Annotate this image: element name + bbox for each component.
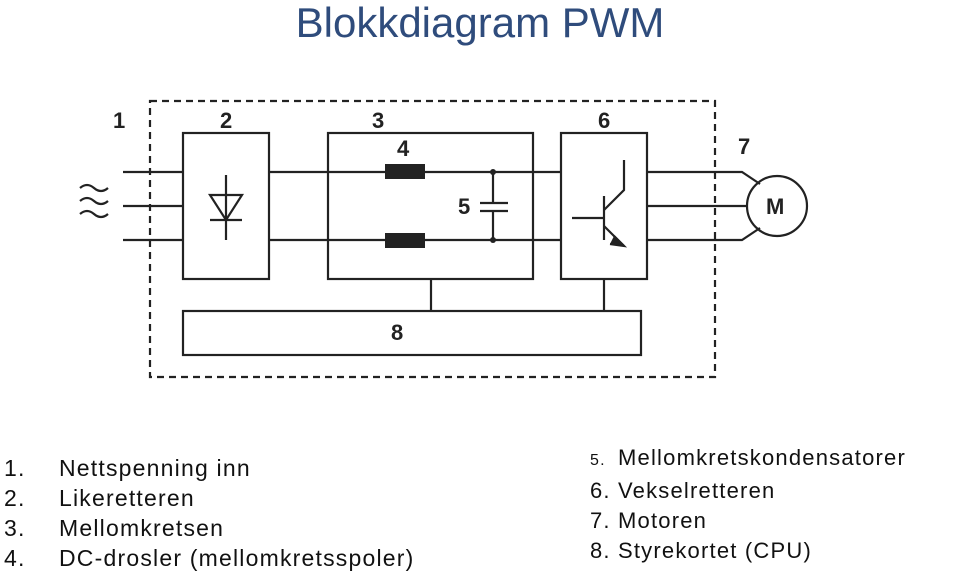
legend-left: 1.Nettspenning inn 2.Likeretteren 3.Mell… — [4, 453, 415, 573]
legend-item: 2.Likeretteren — [4, 485, 195, 511]
dc-link-block — [326, 131, 535, 281]
label-6: 6 — [598, 108, 610, 133]
legend-item: 7.Motoren — [590, 508, 708, 533]
legend-item: 6.Vekselretteren — [590, 478, 776, 503]
motor-symbol — [745, 174, 809, 238]
label-8: 8 — [391, 320, 403, 345]
label-1: 1 — [113, 108, 125, 133]
label-7: 7 — [738, 134, 750, 159]
label-5: 5 — [458, 194, 470, 219]
legend-item: 1.Nettspenning inn — [4, 455, 251, 481]
label-2: 2 — [220, 108, 232, 133]
page-title: Blokkdiagram PWM — [295, 0, 665, 46]
label-3: 3 — [372, 108, 384, 133]
pwm-block-diagram: 1 2 3 4 5 6 7 8 M — [79, 99, 809, 379]
legend-item: 5.Mellomkretskondensatorer — [590, 445, 907, 470]
dc-choke-upper — [385, 164, 425, 179]
legend-item: 8.Styrekortet (CPU) — [590, 538, 812, 563]
legend-item: 4.DC-drosler (mellomkretsspoler) — [4, 545, 415, 571]
legend-item: 3.Mellomkretsen — [4, 515, 225, 541]
control-card-block — [181, 309, 643, 357]
dc-choke-lower — [385, 233, 425, 248]
legend-right: 5.Mellomkretskondensatorer 6.Vekselrette… — [590, 443, 906, 566]
motor-label: M — [766, 194, 784, 219]
label-4: 4 — [397, 136, 410, 161]
